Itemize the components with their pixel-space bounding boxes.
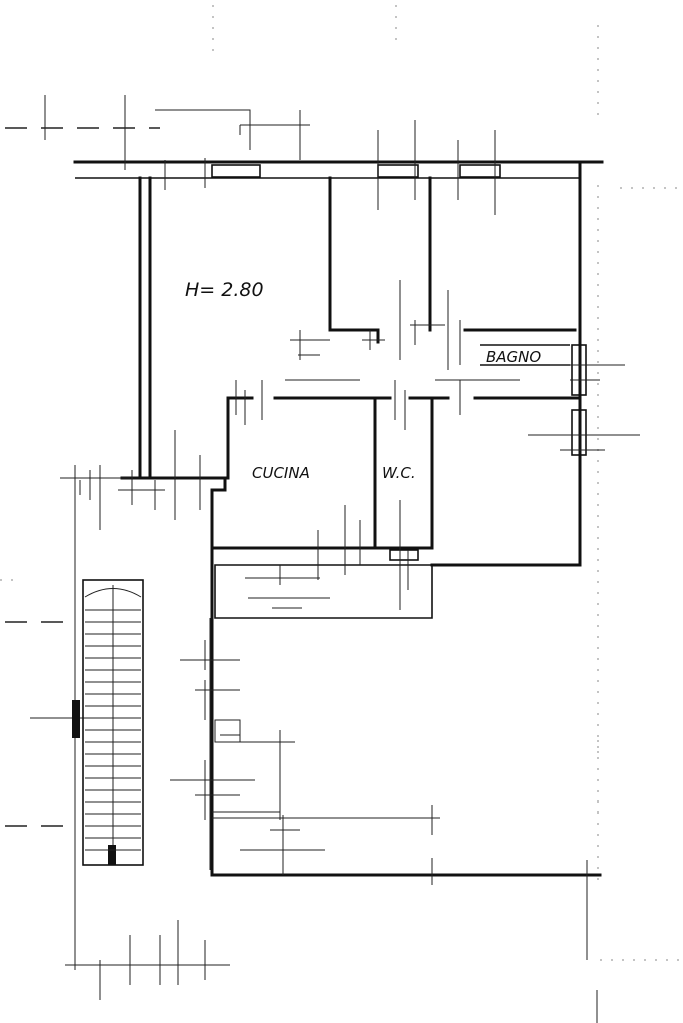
kitchen-label: CUCINA bbox=[252, 464, 310, 482]
staircase bbox=[72, 579, 144, 866]
axis-dash-marks bbox=[5, 127, 160, 827]
reference-dotted-lines bbox=[0, 5, 683, 961]
ceiling-height-label: H= 2.80 bbox=[185, 279, 264, 301]
bathroom-label: BAGNO bbox=[486, 348, 541, 366]
room-labels: H= 2.80 CUCINA W.C. BAGNO bbox=[185, 279, 541, 482]
dimension-marks bbox=[30, 95, 640, 1023]
interior-walls bbox=[226, 176, 582, 550]
wc-label: W.C. bbox=[382, 464, 416, 482]
outer-walls bbox=[73, 160, 604, 877]
